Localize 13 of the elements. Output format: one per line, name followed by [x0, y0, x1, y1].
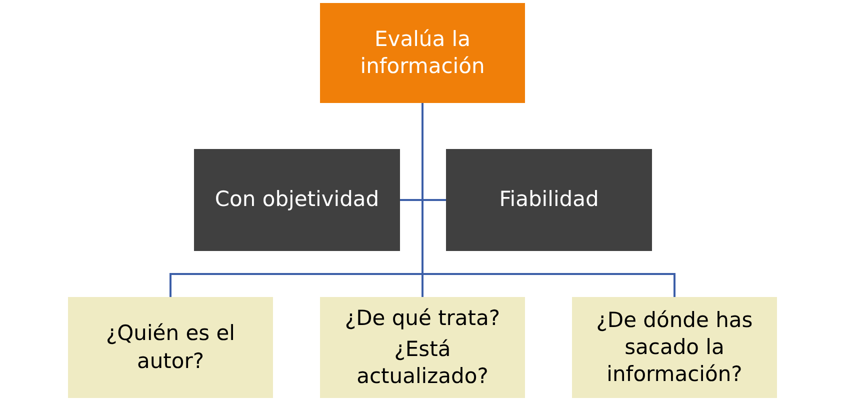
box-text: ¿Quién es el autor?	[104, 320, 236, 374]
box-text: ¿De dónde has sacado la información?	[595, 306, 754, 388]
process-box	[68, 297, 273, 398]
box-text: Con objetividad	[214, 186, 380, 214]
box-text: ¿De qué trata?	[344, 304, 500, 332]
box-text: Evalúa la información	[359, 26, 486, 80]
process-box	[320, 3, 525, 103]
box-text: Fiabilidad	[499, 186, 599, 214]
process-box	[194, 149, 400, 251]
box-text: ¿Está actualizado?	[356, 336, 490, 390]
process-box	[572, 297, 777, 398]
process-box	[320, 297, 525, 398]
process-box	[446, 149, 652, 251]
